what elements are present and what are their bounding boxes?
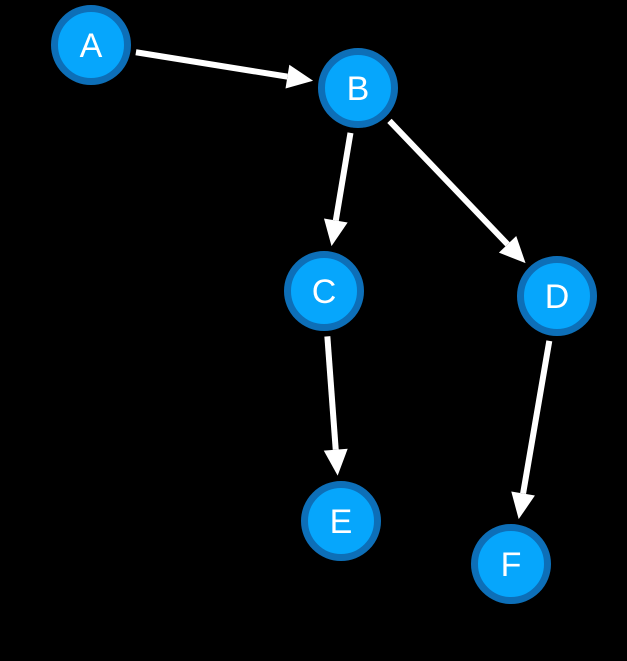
graph-edge-b-d[interactable]	[387, 118, 526, 264]
node-circle	[51, 5, 131, 85]
node-circle	[318, 48, 398, 128]
edge-arrowhead-icon	[285, 64, 314, 89]
graph-edge-c-e[interactable]	[323, 336, 348, 476]
graph-edge-d-f[interactable]	[511, 340, 553, 520]
edge-layer	[135, 49, 553, 520]
node-label: D	[545, 278, 570, 316]
edge-line	[324, 336, 339, 450]
node-label: E	[330, 503, 353, 541]
node-circle	[284, 251, 364, 331]
node-label: A	[80, 27, 103, 65]
node-label: F	[501, 546, 522, 584]
edge-line	[135, 49, 288, 80]
graph-node-b[interactable]: B	[318, 48, 398, 128]
edge-arrowhead-icon	[498, 236, 526, 264]
edge-line	[387, 118, 510, 247]
node-circle	[301, 481, 381, 561]
graph-edge-b-c[interactable]	[323, 132, 354, 247]
node-label: B	[347, 70, 370, 108]
node-circle	[517, 256, 597, 336]
graph-node-e[interactable]: E	[301, 481, 381, 561]
edge-arrowhead-icon	[323, 218, 348, 247]
node-label: C	[312, 273, 337, 311]
edge-arrowhead-icon	[323, 448, 348, 476]
graph-node-c[interactable]: C	[284, 251, 364, 331]
edge-arrowhead-icon	[511, 491, 535, 520]
node-circle	[471, 524, 551, 604]
graph-node-a[interactable]: A	[51, 5, 131, 85]
graph-node-d[interactable]: D	[517, 256, 597, 336]
node-layer: A B C D E F	[51, 5, 597, 604]
graph-node-f[interactable]: F	[471, 524, 551, 604]
edge-line	[520, 340, 553, 495]
edge-line	[332, 132, 354, 221]
graph-edge-a-b[interactable]	[135, 49, 314, 89]
